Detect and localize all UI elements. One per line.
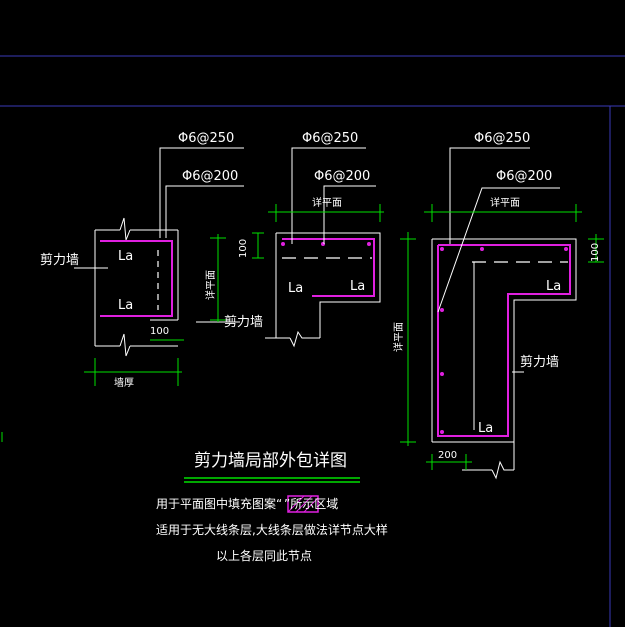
detail-1-rebar-b: Φ6@200 — [182, 169, 238, 184]
detail-1-see-plan: 详平面 — [204, 270, 217, 300]
detail-2-la-right: La — [350, 279, 365, 294]
detail-2-leaders — [291, 147, 376, 244]
detail-1-rebar — [100, 240, 173, 317]
note-line-3: 以上各层同此节点 — [216, 548, 312, 563]
detail-1-dim-100: 100 — [150, 326, 169, 337]
detail-2-dim-100: 100 — [238, 239, 249, 258]
detail-3-dim-100: 100 — [590, 243, 601, 262]
detail-2-rebar-a: Φ6@250 — [302, 131, 358, 146]
detail-1-dimensions — [84, 234, 226, 386]
note-line-2: 适用于无大线条层,大线条层做法详节点大样 — [156, 522, 388, 537]
detail-2: Φ6@250 Φ6@200 详平面 100 La La — [238, 131, 384, 348]
detail-3-shear-wall: 剪力墙 — [520, 354, 559, 370]
detail-3-rebar — [437, 244, 571, 437]
detail-3-dim-200: 200 — [438, 450, 457, 461]
detail-2-see-plan: 详平面 — [312, 196, 342, 209]
detail-1-rebar-a: Φ6@250 — [178, 131, 234, 146]
fill-pattern-swatch — [287, 495, 319, 513]
detail-1-shear-wall-2: 剪力墙 — [224, 314, 263, 330]
detail-1-wall-thickness: 墙厚 — [114, 376, 134, 389]
note-line-1a: 用于平面图中填充图案“ — [156, 496, 282, 511]
detail-1-shear-wall: 剪力墙 — [40, 252, 79, 268]
viewport-frame — [0, 55, 625, 627]
detail-2-dimensions — [252, 204, 384, 259]
detail-3-rebar-a: Φ6@250 — [474, 131, 530, 146]
title-block: 剪力墙局部外包详图 用于平面图中填充图案“ ”所示区域 适用于无大线条层,大线条… — [156, 451, 388, 563]
detail-3: Φ6@250 Φ6@200 详平面 100 详平面 La La 剪力墙 200 — [392, 131, 604, 480]
detail-1: Φ6@250 Φ6@200 La La 剪力墙 100 墙厚 详平面 剪力墙 — [40, 131, 263, 389]
detail-1-leaders — [74, 147, 244, 323]
detail-1-concrete — [94, 217, 179, 357]
detail-3-dimensions — [400, 204, 604, 470]
note-line-1b: ”所示区域 — [284, 497, 338, 511]
detail-1-la-top: La — [118, 249, 133, 264]
detail-3-la-top: La — [546, 279, 561, 294]
detail-3-la-bottom: La — [478, 421, 493, 436]
detail-3-rebar-b: Φ6@200 — [496, 169, 552, 184]
detail-2-concrete — [265, 232, 381, 348]
detail-3-see-plan: 详平面 — [490, 196, 520, 209]
detail-2-rebar-b: Φ6@200 — [314, 169, 370, 184]
detail-2-la-left: La — [288, 281, 303, 296]
detail-3-see-plan-vertical: 详平面 — [392, 322, 405, 352]
detail-1-la-bottom: La — [118, 298, 133, 313]
detail-3-concrete — [431, 238, 577, 480]
detail-2-rebar — [282, 238, 375, 297]
drawing-title: 剪力墙局部外包详图 — [194, 451, 347, 471]
